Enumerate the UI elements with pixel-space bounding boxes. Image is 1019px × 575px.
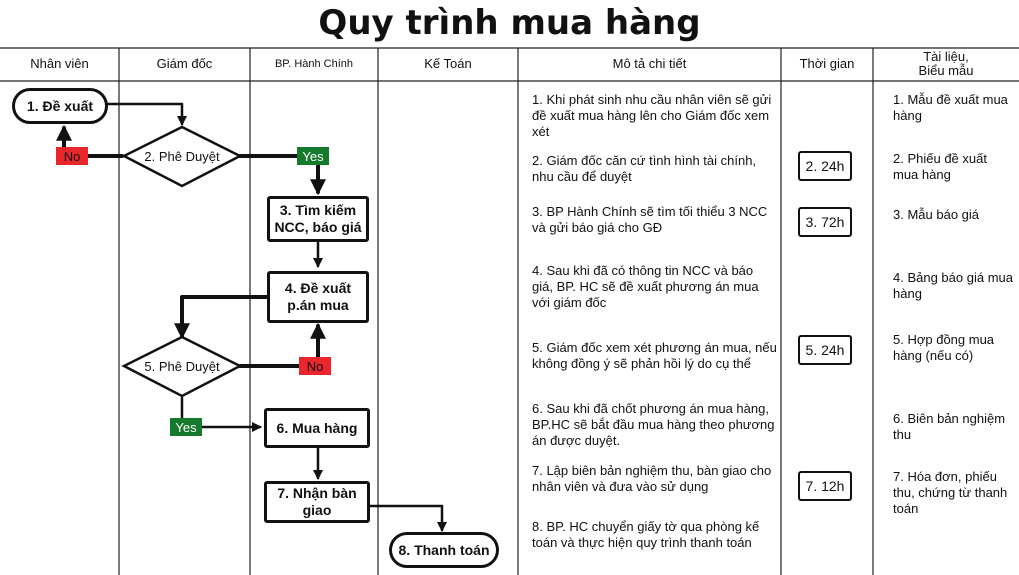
- node-step3: 3. Tìm kiếm NCC, báo giá: [267, 196, 369, 242]
- header-tai-lieu-line2: Biểu mẫu: [918, 63, 974, 78]
- tag-no-2: No: [299, 357, 331, 375]
- time-step7: 7. 12h: [798, 471, 852, 501]
- header-tai-lieu-line1: Tài liệu,: [923, 49, 969, 64]
- description-8: 8. BP. HC chuyển giấy tờ qua phòng kế to…: [532, 519, 760, 550]
- decision-diamond-2: [121, 125, 243, 188]
- tag-yes-2: Yes: [170, 418, 202, 436]
- node-step7-line1: 7. Nhận bàn: [277, 485, 357, 501]
- node-step6: 6. Mua hàng: [264, 408, 370, 448]
- node-step4-line2: p.án mua: [287, 297, 349, 313]
- node-step4: 4. Đề xuất p.án mua: [267, 271, 369, 323]
- description-3: 3. BP Hành Chính sẽ tìm tối thiểu 3 NCC …: [532, 204, 768, 235]
- document-4: 4. Bảng báo giá mua hàng: [893, 270, 1013, 301]
- document-3: 3. Mẫu báo giá: [893, 207, 980, 222]
- description-2: 2. Giám đốc căn cứ tình hình tài chính, …: [532, 153, 757, 184]
- header-bp-hanh-chinh: BP. Hành Chính: [274, 58, 354, 70]
- node-step2: 2. Phê Duyệt: [144, 148, 220, 164]
- description-7: 7. Lập biên bản nghiệm thu, bàn giao cho…: [532, 463, 772, 494]
- document-6: 6. Biên bản nghiệm thu: [893, 411, 1006, 442]
- node-step4-line1: 4. Đề xuất: [284, 280, 352, 296]
- node-step1: 1. Đề xuất: [12, 88, 108, 124]
- header-tai-lieu: Tài liệu, Biểu mẫu: [873, 48, 1019, 80]
- time-step5: 5. 24h: [798, 335, 852, 365]
- header-giam-doc: Giám đốc: [156, 56, 213, 71]
- node-step7-line2: giao: [302, 502, 332, 518]
- document-7: 7. Hóa đơn, phiếu thu, chứng từ thanh to…: [893, 469, 1008, 516]
- description-1: 1. Khi phát sinh nhu cầu nhân viên sẽ gử…: [532, 92, 772, 139]
- tag-yes-1: Yes: [297, 147, 329, 165]
- header-ke-toan: Kế Toán: [424, 56, 472, 71]
- node-step7: 7. Nhận bàn giao: [264, 481, 370, 523]
- time-step2: 2. 24h: [798, 151, 852, 181]
- document-1: 1. Mẫu đề xuất mua hàng: [893, 92, 1008, 123]
- description-4: 4. Sau khi đã có thông tin NCC và báo gi…: [532, 263, 759, 310]
- description-5: 5. Giám đốc xem xét phương án mua, nếu k…: [532, 340, 777, 371]
- header-nhan-vien: Nhân viên: [30, 56, 89, 71]
- document-5: 5. Hợp đồng mua hàng (nếu có): [893, 332, 995, 363]
- description-6: 6. Sau khi đã chốt phương án mua hàng, B…: [532, 401, 775, 448]
- tag-no-1: No: [56, 147, 88, 165]
- node-step3-line1: 3. Tìm kiếm: [279, 202, 357, 218]
- node-step3-line2: NCC, báo giá: [274, 219, 362, 235]
- decision-diamond-5: [121, 335, 243, 398]
- page-title: Quy trình mua hàng: [318, 3, 701, 43]
- node-step8: 8. Thanh toán: [389, 532, 499, 568]
- node-step5: 5. Phê Duyệt: [144, 358, 220, 374]
- header-thoi-gian: Thời gian: [799, 56, 855, 71]
- header-mo-ta: Mô tả chi tiết: [612, 56, 687, 71]
- time-step3: 3. 72h: [798, 207, 852, 237]
- document-2: 2. Phiếu đề xuất mua hàng: [893, 151, 987, 182]
